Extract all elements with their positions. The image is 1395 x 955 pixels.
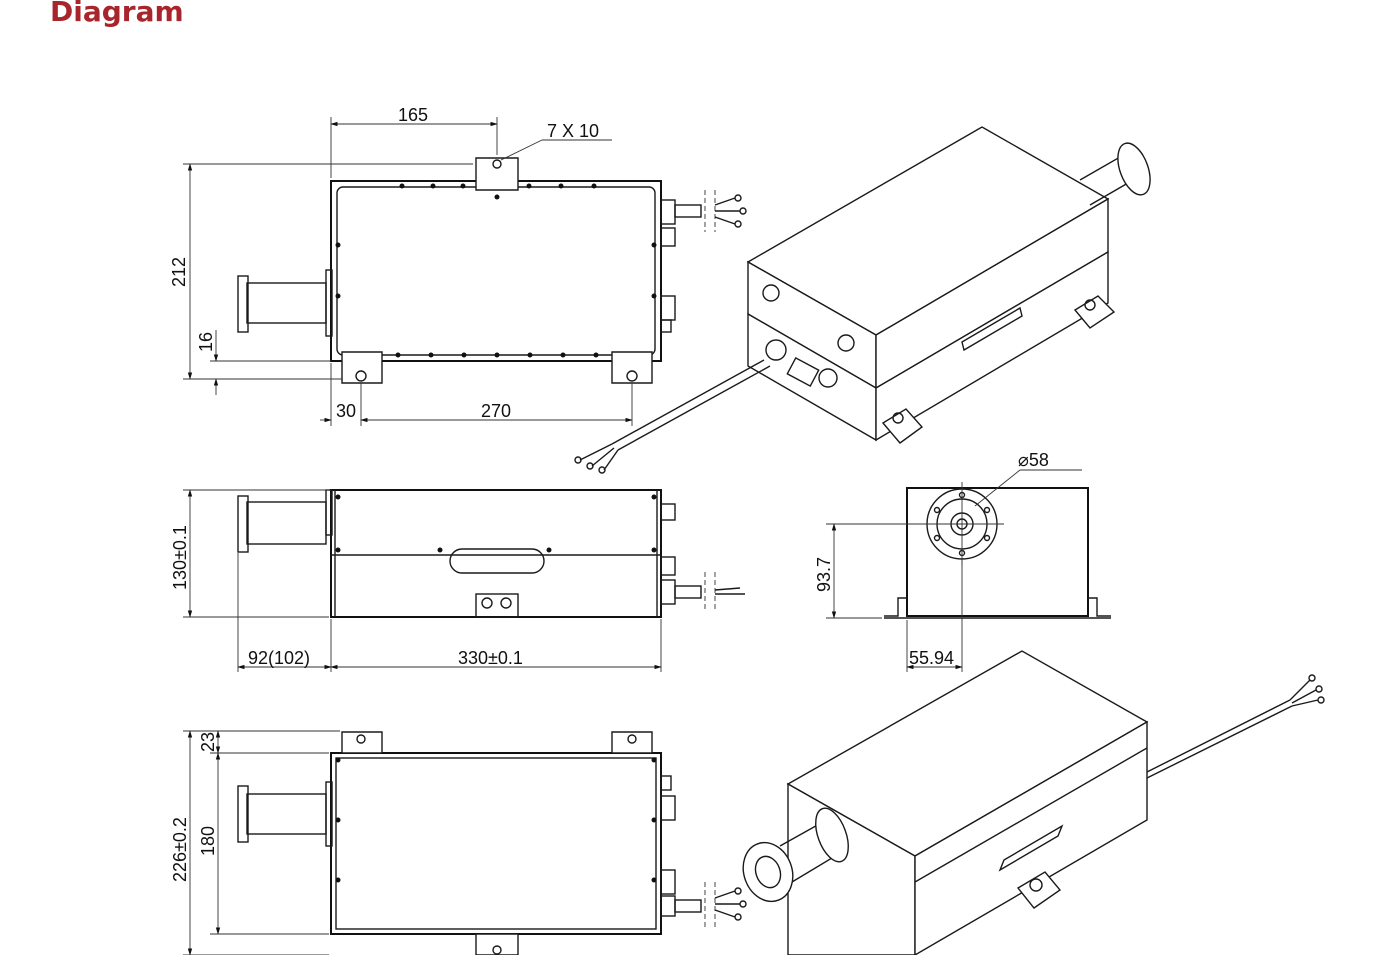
dim-23: 23 [198,732,218,752]
dim-92-102: 92(102) [248,648,310,668]
dim-55-94: 55.94 [909,648,954,668]
dim-16: 16 [196,332,216,352]
top-view: 165 7 X 10 212 16 30 270 [169,105,747,426]
dim-180: 180 [198,826,218,856]
dim-130: 130±0.1 [170,525,190,590]
page-title: Diagram [50,0,184,28]
dim-226: 226±0.2 [170,817,190,882]
hole-callout: 7 X 10 [547,121,599,141]
side-view: 130±0.1 92(102) 330±0.1 [170,489,745,672]
dim-330: 330±0.1 [458,648,523,668]
dim-93-7: 93.7 [814,557,834,592]
dim-165: 165 [398,105,428,125]
iso-view-top [574,126,1151,474]
dim-30: 30 [336,401,356,421]
bottom-view: 226±0.2 23 180 [170,730,747,955]
dim-270: 270 [481,401,511,421]
dim-diameter-58: ⌀58 [1018,450,1049,470]
dim-212: 212 [169,257,189,287]
end-view: ⌀58 93.7 55.94 [814,450,1111,672]
iso-view-bottom [742,650,1325,955]
